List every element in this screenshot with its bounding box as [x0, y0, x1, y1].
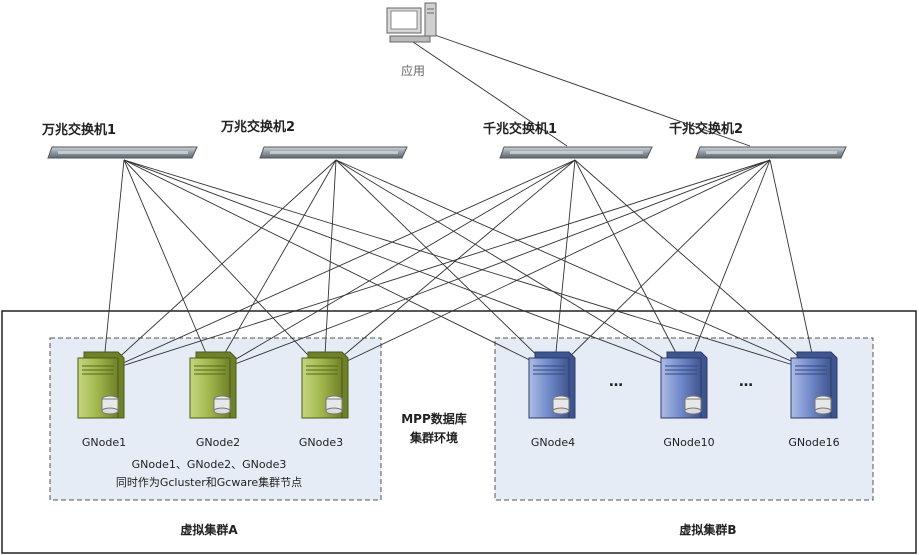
- switch-10g-1-icon: [47, 146, 198, 159]
- link-app-switch3: [412, 41, 568, 147]
- server-gnode16-icon: [790, 351, 838, 419]
- environment-label-line1: MPP数据库: [401, 411, 467, 426]
- node-label-gnode10: GNode10: [663, 436, 714, 449]
- link-switch2-node6: [335, 159, 817, 373]
- link-switch2-node4: [335, 159, 555, 373]
- link-switch4-node5: [685, 159, 771, 373]
- link-switch1-node6: [123, 159, 817, 373]
- server-gnode4-icon: [528, 351, 576, 419]
- link-switch1-node1: [102, 159, 125, 373]
- cluster-a-note-line1: GNode1、GNode2、GNode3: [132, 458, 287, 471]
- node-label-gnode2: GNode2: [196, 436, 240, 449]
- link-switch4-node1: [102, 159, 771, 373]
- server-gnode3-icon: [301, 351, 349, 419]
- node-label-gnode4: GNode4: [531, 436, 575, 449]
- link-switch2-node5: [335, 159, 687, 373]
- switch-1g-1-icon: [499, 146, 653, 159]
- link-switch1-node3: [123, 159, 325, 373]
- switch-1g-2-icon: [695, 146, 847, 159]
- switch-label-4: 千兆交换机2: [669, 121, 743, 137]
- switch-10g-2-icon: [259, 146, 408, 159]
- node-label-gnode3: GNode3: [299, 436, 343, 449]
- link-switch2-node1: [102, 159, 337, 373]
- link-switch3-node5: [574, 159, 687, 373]
- link-switch4-node3: [323, 159, 771, 373]
- link-switch3-node1: [102, 159, 576, 373]
- mpp-environment-box: [1, 310, 917, 554]
- link-switch3-node3: [323, 159, 576, 373]
- application-computer-icon: [386, 2, 437, 43]
- link-switch2-node3: [323, 159, 337, 373]
- server-gnode1-icon: [77, 351, 125, 419]
- ellipsis-1: …: [609, 374, 623, 390]
- application-label: 应用: [401, 63, 425, 78]
- environment-label-line2: 集群环境: [409, 430, 458, 445]
- cluster-b-title: 虚拟集群B: [679, 522, 736, 537]
- link-switch1-node2: [123, 159, 215, 373]
- cluster-a-title: 虚拟集群A: [180, 522, 238, 537]
- link-switch3-node2: [213, 159, 576, 373]
- connection-lines: [102, 33, 817, 373]
- link-switch3-node4: [553, 159, 576, 373]
- switch-label-2: 万兆交换机2: [220, 119, 295, 135]
- link-switch2-node2: [213, 159, 337, 373]
- link-switch1-node5: [123, 159, 687, 373]
- link-switch4-node6: [769, 159, 817, 373]
- switch-label-1: 万兆交换机1: [41, 122, 116, 138]
- ellipsis-2: …: [739, 374, 753, 390]
- server-gnode2-icon: [189, 351, 237, 419]
- node-label-gnode1: GNode1: [82, 436, 126, 449]
- link-app-switch4: [431, 33, 751, 147]
- node-label-gnode16: GNode16: [788, 436, 839, 449]
- server-gnode10-icon: [660, 351, 708, 419]
- link-switch4-node4: [553, 159, 771, 373]
- link-switch4-node2: [213, 159, 771, 373]
- link-switch3-node6: [574, 159, 817, 373]
- switch-label-3: 千兆交换机1: [483, 121, 557, 137]
- cluster-a-note-line2: 同时作为Gcluster和Gcware集群节点: [116, 475, 302, 489]
